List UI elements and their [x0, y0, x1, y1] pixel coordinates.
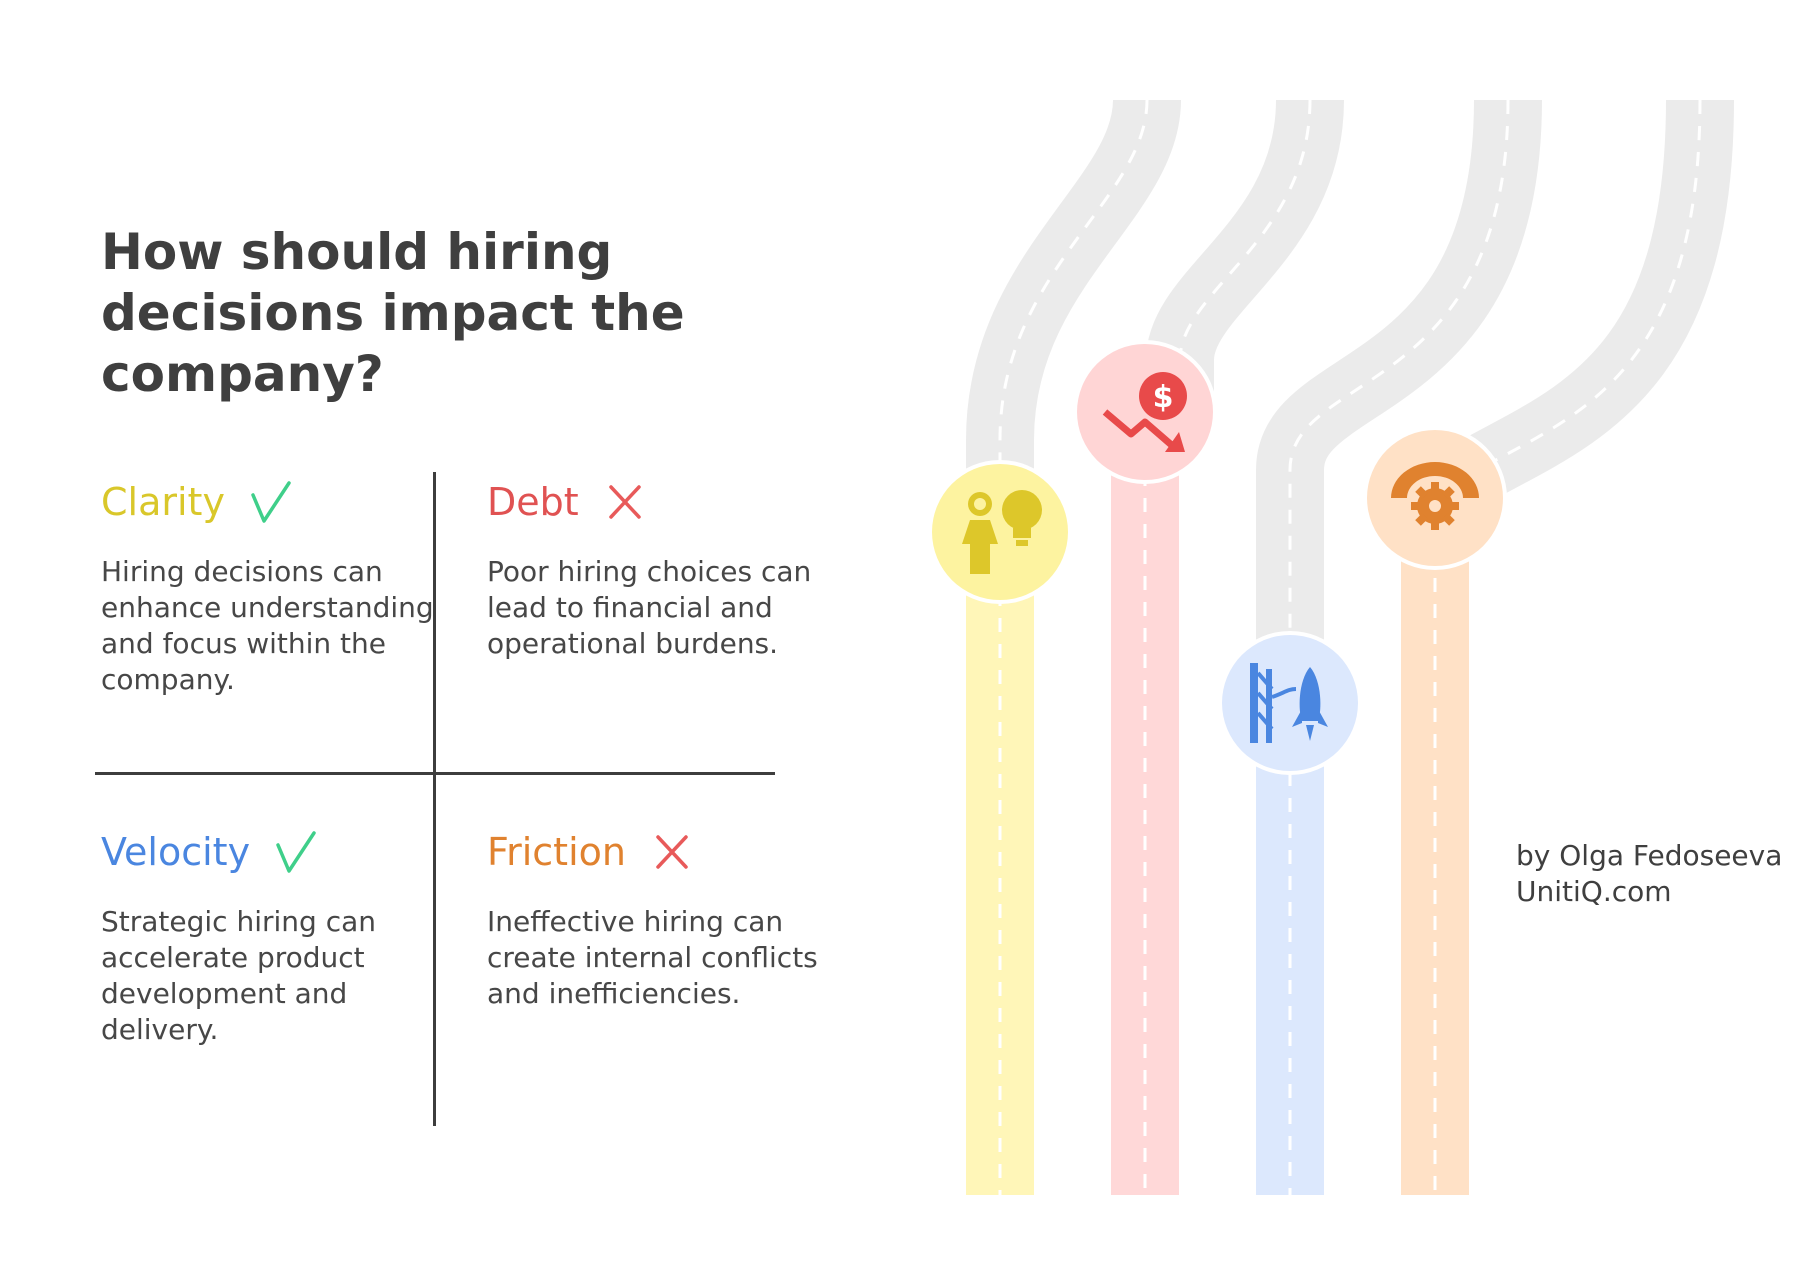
- dollar-down-trend-icon: $: [1102, 372, 1187, 452]
- bulb-tip: [1016, 540, 1028, 546]
- quadrant-description: Strategic hiring can accelerate product …: [101, 905, 377, 1046]
- quadrant-description: Poor hiring choices can lead to financia…: [487, 555, 812, 660]
- coin: [1139, 372, 1187, 420]
- author-site: UnitiQ.com: [1516, 875, 1672, 908]
- horizontal-divider: [95, 772, 775, 775]
- quadrant-velocity: Velocity Strategic hiring can accelerate…: [101, 826, 441, 1048]
- check-icon: [276, 831, 316, 873]
- bulb-base: [1013, 528, 1031, 538]
- gray-road-paths: [966, 97, 1734, 720]
- byline: by Olga Fedoseeva UnitiQ.com: [1516, 838, 1782, 910]
- gear-tooth: [1431, 482, 1439, 492]
- rocket-launch-tower-icon-circle: [1222, 635, 1358, 771]
- gray-road-dashes-3: [1288, 99, 1510, 720]
- dollar-down-trend-icon-circle: [1077, 344, 1213, 480]
- dollar-sign: $: [1153, 380, 1174, 415]
- quadrant-description: Ineffective hiring can create internal c…: [487, 905, 818, 1010]
- trend-arrowhead: [1165, 432, 1185, 452]
- quadrant-title: Velocity: [101, 830, 251, 874]
- person-lightbulb-icon: [962, 490, 1042, 574]
- person-lightbulb-icon-circle: [932, 464, 1068, 600]
- cross-icon: [608, 485, 641, 519]
- quadrant-clarity: Clarity Hiring decisions can enhance und…: [101, 476, 441, 698]
- page-title: How should hiring decisions impact the c…: [101, 223, 685, 403]
- tower-braces: [1256, 671, 1274, 731]
- gear-tooth: [1442, 486, 1455, 499]
- quadrant-description: Hiring decisions can enhance understandi…: [101, 555, 434, 696]
- cross-icon: [656, 835, 688, 869]
- icon-circles: $: [928, 340, 1507, 775]
- rocket-body: [1299, 667, 1321, 721]
- half-circle: [1391, 462, 1479, 498]
- person-face: [974, 498, 986, 510]
- colored-road-lanes: [966, 420, 1469, 1195]
- quadrant-title: Clarity: [101, 480, 225, 524]
- gear-tooth: [1415, 486, 1428, 499]
- rocket-launch-tower-icon: [1250, 663, 1328, 743]
- quadrant-title: Debt: [487, 480, 579, 524]
- tower-arm: [1271, 687, 1297, 699]
- quadrant-friction: Friction Ineffective hiring can create i…: [487, 826, 827, 1012]
- gear-hole: [1429, 500, 1441, 512]
- bulb-glass: [1002, 490, 1042, 530]
- red-lane: [1111, 420, 1179, 1195]
- trend-line: [1102, 409, 1178, 451]
- person-body: [962, 520, 998, 574]
- gear-tooth: [1442, 513, 1455, 526]
- quadrant-debt: Debt Poor hiring choices can lead to fin…: [487, 476, 827, 662]
- check-icon: [251, 481, 291, 523]
- gray-road-1: [966, 97, 1181, 540]
- quadrant-title: Friction: [487, 830, 626, 874]
- tower-left: [1250, 663, 1258, 743]
- rocket-fins: [1292, 709, 1328, 727]
- gear-tooth: [1415, 513, 1428, 526]
- gear-tooth: [1449, 502, 1459, 510]
- rocket-flame: [1306, 725, 1314, 741]
- gear-tooth: [1411, 502, 1421, 510]
- author-name: by Olga Fedoseeva: [1516, 839, 1783, 872]
- vertical-divider: [433, 472, 436, 1126]
- gear-half-circle-icon: [1391, 462, 1479, 530]
- gray-road-dashes-2: [1178, 99, 1312, 420]
- gear-tooth: [1431, 520, 1439, 530]
